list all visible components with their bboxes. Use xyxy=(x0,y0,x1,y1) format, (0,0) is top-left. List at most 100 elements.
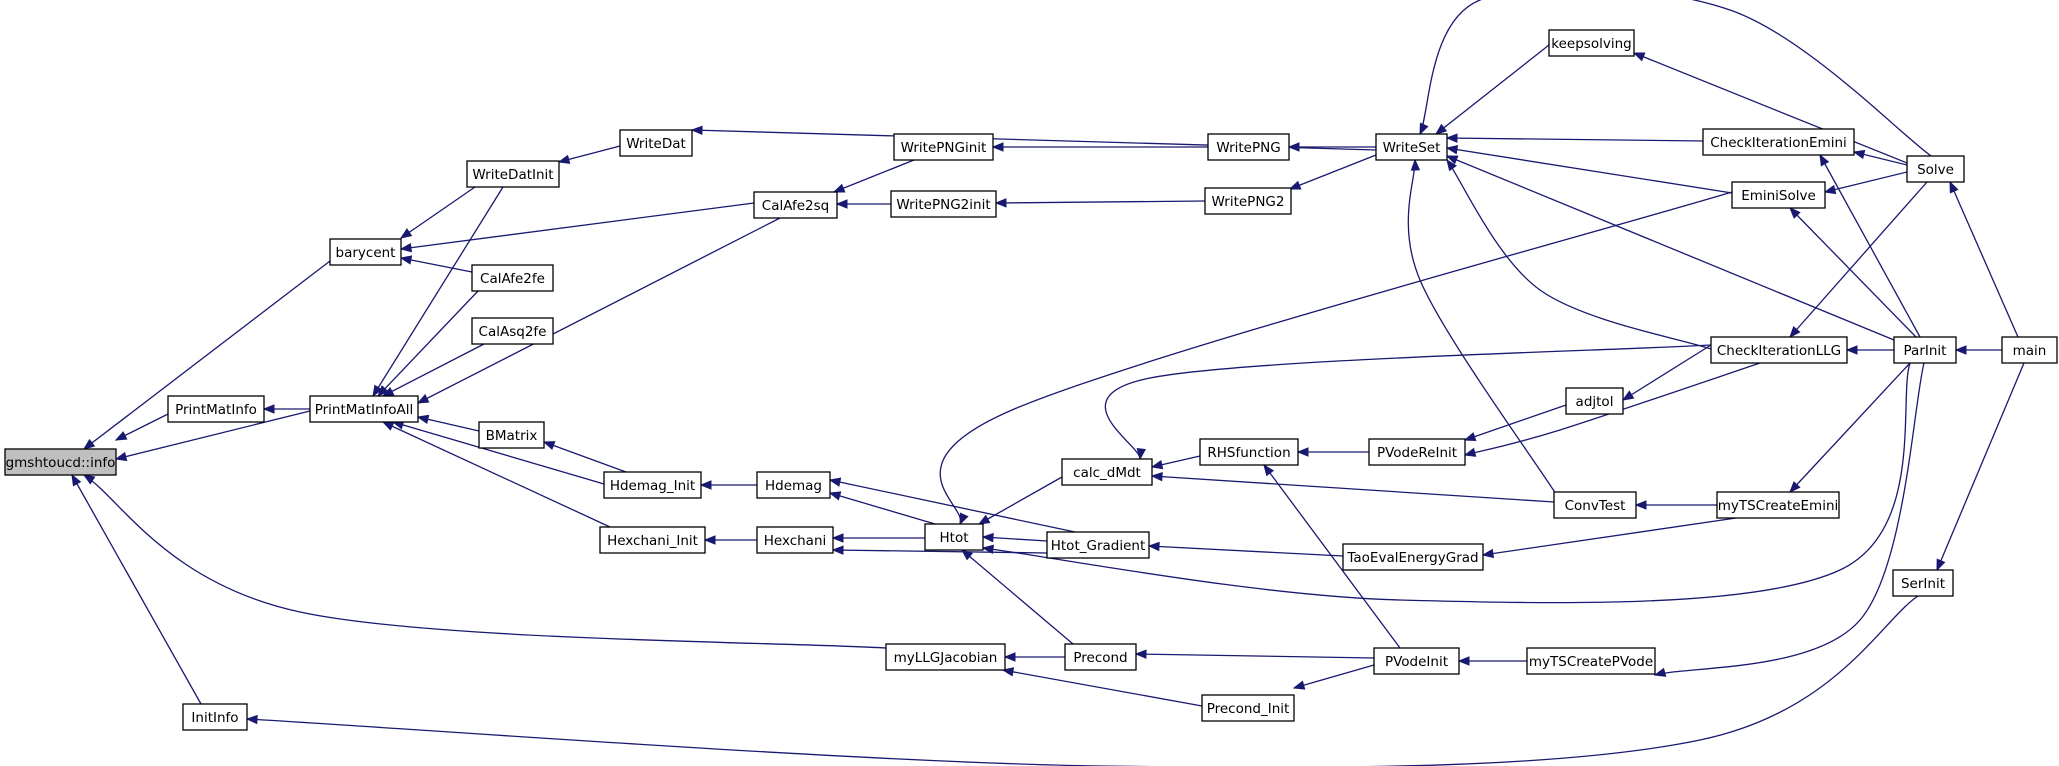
edge-ParInit-to-Htot xyxy=(982,362,1911,604)
edge-ConvTest-to-calc_dMdt xyxy=(1151,475,1555,503)
node-box xyxy=(309,395,419,423)
node-CalAsq2fe[interactable]: CalAsq2fe xyxy=(471,317,554,345)
node-Hexchani_Init[interactable]: Hexchani_Init xyxy=(599,526,706,554)
node-keepsolving[interactable]: keepsolving xyxy=(1548,29,1635,57)
arrowhead-icon xyxy=(690,125,703,136)
node-Hexchani[interactable]: Hexchani xyxy=(756,526,834,554)
node-box xyxy=(756,471,831,499)
arrowhead-icon xyxy=(994,198,1007,208)
node-ParInit[interactable]: ParInit xyxy=(1893,336,1957,364)
node-EminiSolve[interactable]: EminiSolve xyxy=(1731,181,1826,209)
node-PVodeReInit[interactable]: PVodeReInit xyxy=(1368,438,1466,466)
arrowhead-icon xyxy=(416,394,430,404)
node-SerInit[interactable]: SerInit xyxy=(1892,569,1954,597)
node-myLLGJacobian[interactable]: myLLGJacobian xyxy=(885,643,1006,671)
node-Hdemag[interactable]: Hdemag xyxy=(756,471,831,499)
node-calc_dMdt[interactable]: calc_dMdt xyxy=(1061,458,1153,486)
node-label: PVodeReInit xyxy=(1377,445,1457,461)
node-label: BMatrix xyxy=(486,428,538,444)
arrowhead-icon xyxy=(959,512,969,526)
node-PVodeInit[interactable]: PVodeInit xyxy=(1373,647,1460,675)
edge-myTSCreateEmini-to-TaoEvalEnergyGrad xyxy=(1482,517,1737,556)
node-label: CalAsq2fe xyxy=(479,324,547,340)
arrowhead-icon xyxy=(381,421,395,431)
node-label: myTSCreatePVode xyxy=(1529,654,1653,670)
node-Hdemag_Init[interactable]: Hdemag_Init xyxy=(603,471,702,499)
node-TaoEvalEnergyGrad[interactable]: TaoEvalEnergyGrad xyxy=(1342,543,1484,571)
node-box xyxy=(1565,387,1624,415)
node-box xyxy=(1702,128,1855,156)
arrowhead-icon xyxy=(828,477,842,487)
node-WriteDat[interactable]: WriteDat xyxy=(619,129,693,157)
node-label: WritePNGinit xyxy=(901,140,987,156)
node-ConvTest[interactable]: ConvTest xyxy=(1553,491,1637,519)
arrowhead-icon xyxy=(703,535,716,545)
edge-Solve-to-WriteSet xyxy=(1419,0,1932,157)
edge-ParInit-to-WriteSet xyxy=(1446,155,1895,341)
node-label: EminiSolve xyxy=(1741,188,1816,204)
node-CalAfe2sq[interactable]: CalAfe2sq xyxy=(753,191,838,219)
edge-InitInfo-to-gmshtoucd_info xyxy=(71,474,202,705)
node-CheckIterationLLG[interactable]: CheckIterationLLG xyxy=(1710,336,1848,364)
node-WriteSet[interactable]: WriteSet xyxy=(1375,133,1448,161)
node-label: ConvTest xyxy=(1565,498,1626,514)
node-adjtol[interactable]: adjtol xyxy=(1565,387,1624,415)
node-BMatrix[interactable]: BMatrix xyxy=(478,421,545,449)
arrowhead-icon xyxy=(1789,325,1801,339)
node-label: ParInit xyxy=(1904,343,1947,359)
node-barycent[interactable]: barycent xyxy=(329,238,402,266)
node-WritePNG2init[interactable]: WritePNG2init xyxy=(890,190,997,218)
node-myTSCreateEmini[interactable]: myTSCreateEmini xyxy=(1716,491,1840,519)
node-gmshtoucd_info[interactable]: gmshtoucd::info xyxy=(4,448,117,476)
node-RHSfunction[interactable]: RHSfunction xyxy=(1199,438,1299,466)
node-Htot[interactable]: Htot xyxy=(924,523,984,551)
arrowhead-icon xyxy=(1445,155,1459,165)
edge-ParInit-to-CheckIterationEmini xyxy=(1819,154,1921,338)
arrowhead-icon xyxy=(1263,463,1275,477)
edge-CalAfe2fe-to-barycent xyxy=(400,257,473,273)
arrowhead-icon xyxy=(831,533,844,543)
arrowhead-icon xyxy=(1632,52,1646,62)
arrowhead-icon xyxy=(416,414,430,424)
node-PrintMatInfoAll[interactable]: PrintMatInfoAll xyxy=(309,395,419,423)
node-InitInfo[interactable]: InitInfo xyxy=(182,703,248,731)
node-label: Hexchani_Init xyxy=(607,533,698,549)
arrowhead-icon xyxy=(1634,500,1647,510)
node-box xyxy=(1342,543,1484,571)
edge-WritePNG2-to-WritePNG2init xyxy=(995,200,1206,204)
node-myTSCreatePVode[interactable]: myTSCreatePVode xyxy=(1526,647,1656,675)
edge-CheckIterationLLG-to-PVodeReInit xyxy=(1464,362,1761,456)
node-PrintMatInfo[interactable]: PrintMatInfo xyxy=(167,395,265,423)
node-Solve[interactable]: Solve xyxy=(1906,155,1965,183)
arrowhead-icon xyxy=(1457,656,1470,666)
node-box xyxy=(1892,569,1954,597)
arrowhead-icon xyxy=(1296,447,1309,457)
arrowhead-icon xyxy=(114,431,128,441)
arrowhead-icon xyxy=(1147,541,1160,552)
node-label: TaoEvalEnergyGrad xyxy=(1346,550,1478,566)
node-Precond[interactable]: Precond xyxy=(1064,643,1137,671)
node-box xyxy=(478,421,545,449)
arrowhead-icon xyxy=(1936,558,1946,572)
node-box xyxy=(1710,336,1848,364)
arrowhead-icon xyxy=(1653,667,1667,677)
node-Precond_Init[interactable]: Precond_Init xyxy=(1201,694,1295,722)
node-box xyxy=(1199,438,1299,466)
node-CheckIterationEmini[interactable]: CheckIterationEmini xyxy=(1702,128,1855,156)
node-label: Precond_Init xyxy=(1207,701,1290,717)
node-box xyxy=(167,395,265,423)
node-main[interactable]: main xyxy=(2001,336,2058,364)
node-box xyxy=(471,264,554,292)
node-WritePNG2[interactable]: WritePNG2 xyxy=(1204,187,1292,215)
node-label: CalAfe2sq xyxy=(762,198,829,214)
arrowhead-icon xyxy=(1852,149,1866,160)
node-box xyxy=(885,643,1006,671)
node-CalAfe2fe[interactable]: CalAfe2fe xyxy=(471,264,554,292)
node-Htot_Gradient[interactable]: Htot_Gradient xyxy=(1046,531,1150,559)
node-WritePNGinit[interactable]: WritePNGinit xyxy=(893,133,994,161)
node-WritePNG[interactable]: WritePNG xyxy=(1207,133,1290,161)
arrowhead-icon xyxy=(245,714,258,725)
node-WriteDatInit[interactable]: WriteDatInit xyxy=(466,160,560,188)
arrowhead-icon xyxy=(1292,680,1306,690)
node-label: Hdemag xyxy=(765,478,822,494)
